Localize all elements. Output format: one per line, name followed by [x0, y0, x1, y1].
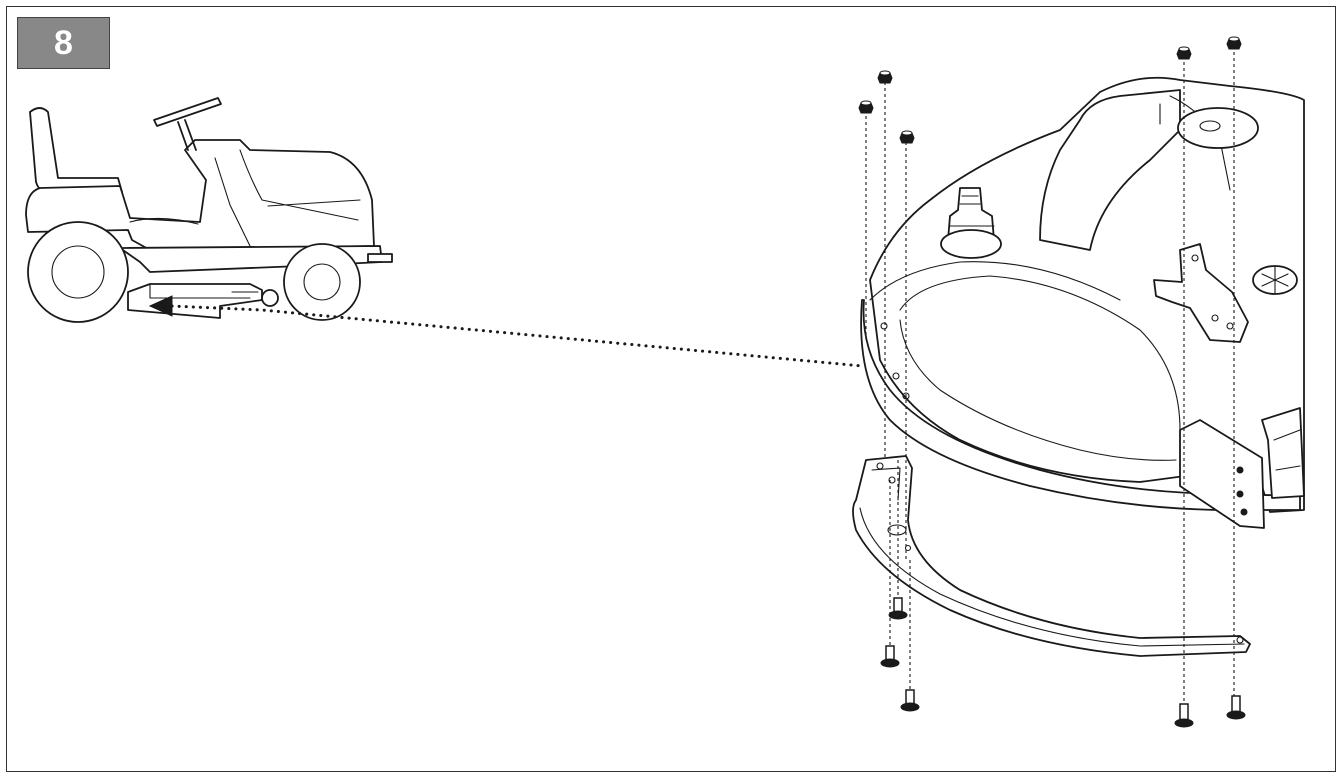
- deck-bumper-strip: [852, 455, 1251, 657]
- carriage-bolt: [1226, 695, 1246, 720]
- assembly-guide-lines: [865, 46, 1235, 710]
- deck-housing: [869, 76, 1305, 513]
- deck-pulley: [1177, 107, 1259, 149]
- deck-discharge-chute: [1039, 89, 1181, 251]
- hex-nut: [858, 100, 874, 114]
- deck-rear-block: [1261, 407, 1305, 499]
- riding-mower-illustration: [25, 97, 393, 323]
- step-number: 8: [54, 24, 73, 62]
- carriage-bolt-set: [880, 597, 1246, 728]
- bumper-slot: [887, 524, 907, 536]
- deck-mount-bracket: [1153, 243, 1249, 343]
- tractor-seat: [29, 107, 123, 197]
- hex-nut: [1226, 36, 1242, 50]
- carriage-bolt: [888, 597, 908, 620]
- tractor-steering-wheel: [153, 97, 222, 127]
- deck-inner-curve: [899, 275, 1181, 431]
- hex-nut: [877, 70, 893, 84]
- dotted-leader-line: [170, 304, 864, 368]
- hex-nut: [899, 130, 915, 144]
- tractor-rear-fender: [25, 139, 375, 251]
- tractor-front-wheel: [283, 243, 361, 321]
- carriage-bolt: [1174, 703, 1194, 728]
- hex-nut: [1176, 46, 1192, 60]
- tractor-front-bumper: [367, 253, 393, 263]
- tractor-gauge-wheel: [261, 289, 279, 307]
- tractor-hood-lines: [214, 149, 361, 247]
- mower-deck-illustration: [852, 76, 1305, 657]
- deck-side-plate: [1179, 419, 1265, 529]
- deck-spindle-base: [940, 229, 1002, 259]
- tractor-rear-wheel: [27, 221, 129, 323]
- tractor-deck-slot: [127, 283, 263, 319]
- carriage-bolt: [900, 689, 920, 712]
- step-badge: 8: [17, 17, 110, 69]
- tractor-steering-column: [177, 119, 197, 151]
- hex-nut-set: [858, 36, 1242, 144]
- deck-pulley-hub: [1199, 120, 1221, 132]
- tractor-rear-hub: [51, 245, 105, 299]
- carriage-bolt: [880, 645, 900, 668]
- tractor-front-hub: [303, 263, 341, 301]
